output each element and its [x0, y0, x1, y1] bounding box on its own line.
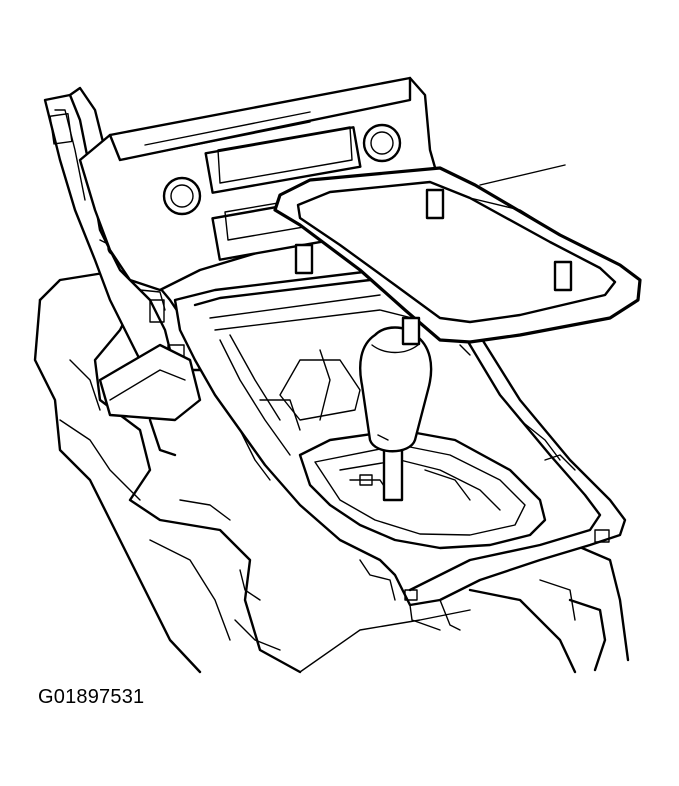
- shift-lever: [359, 326, 433, 502]
- misc-detail-lines: [234, 419, 576, 651]
- shift-gate-opening: [298, 428, 547, 550]
- console-exploded-view-diagram: [33, 76, 642, 674]
- shift-bezel-frame: [273, 166, 642, 356]
- right-floor-outline: [299, 543, 630, 674]
- figure-code-label: G01897531: [38, 686, 145, 708]
- left-lower-bracket: [98, 343, 202, 457]
- dashboard-edge-line: [479, 164, 566, 186]
- center-stack-panel: [78, 76, 442, 292]
